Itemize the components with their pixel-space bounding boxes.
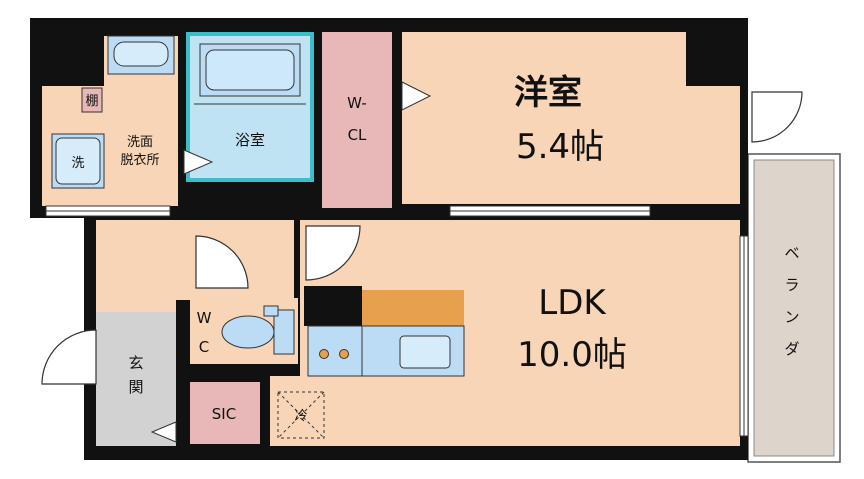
sic-label: SIC — [212, 405, 236, 423]
shelf-label: 棚 — [85, 94, 98, 109]
stove-burner-left — [319, 349, 329, 359]
entrance-label-line2: 関 — [128, 378, 143, 396]
shelf — [81, 87, 103, 113]
balcony-char-3: ン — [784, 308, 799, 326]
sink — [399, 335, 451, 369]
ldk-name: LDK — [538, 283, 607, 323]
wc-label-line2: C — [199, 338, 209, 356]
washroom — [42, 35, 178, 206]
closet-label-line1: W- — [347, 94, 367, 112]
western-room-name: 洋室 — [514, 73, 582, 113]
fridge-space — [277, 391, 325, 439]
sliding-doors — [45, 205, 749, 437]
door-indicators — [150, 81, 432, 443]
wc-label-line1: W — [197, 309, 212, 327]
washroom-label-line2: 脱衣所 — [120, 152, 159, 168]
bath-label: 浴室 — [235, 131, 265, 149]
fridge-label: 冷 — [294, 409, 307, 424]
stove-burner-right — [339, 349, 349, 359]
entrance-label-line1: 玄 — [128, 354, 143, 372]
bathroom — [186, 32, 314, 182]
balcony-char-4: ダ — [784, 340, 799, 358]
washroom-label-line1: 洗面 — [127, 135, 153, 150]
kitchen — [304, 286, 465, 377]
western-room — [402, 32, 740, 204]
western-room-size: 5.4帖 — [516, 127, 604, 167]
balcony-char-2: ラ — [784, 276, 799, 294]
hallway — [96, 220, 294, 300]
balcony-char-1: ベ — [784, 244, 799, 262]
entrance — [96, 312, 176, 446]
balcony — [747, 153, 841, 463]
wc-room — [190, 298, 298, 364]
walk-in-closet — [322, 32, 392, 208]
western-room-corner — [686, 32, 742, 86]
sic-closet — [190, 382, 260, 444]
closet-label-line2: CL — [348, 126, 367, 144]
washer-label: 洗 — [71, 156, 84, 171]
ldk-size: 10.0帖 — [517, 335, 627, 375]
doors — [41, 91, 803, 385]
